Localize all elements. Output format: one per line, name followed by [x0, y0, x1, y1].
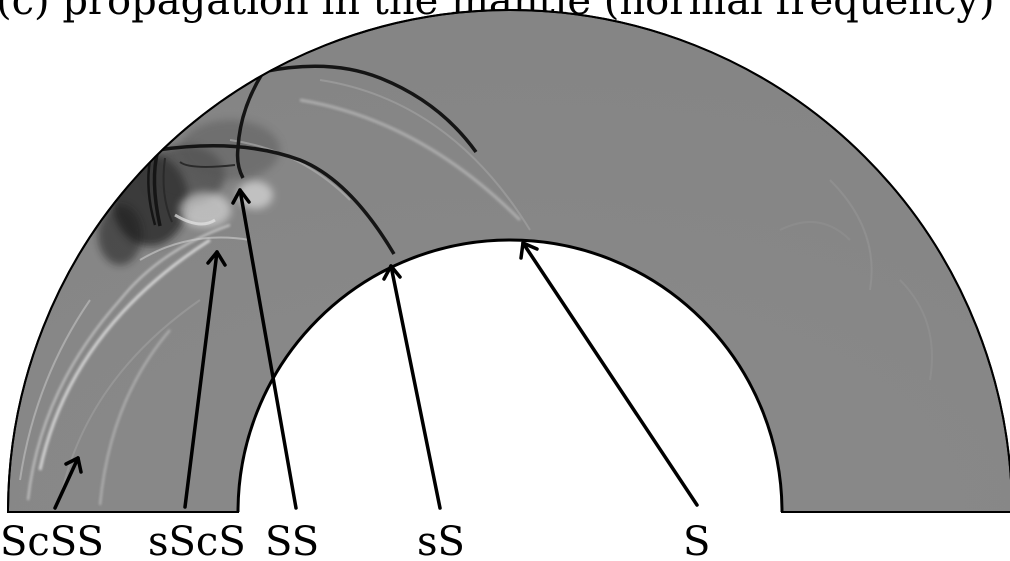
label-scss: ScSS — [0, 519, 104, 561]
core-mantle-boundary-outline — [236, 238, 784, 513]
mantle-annulus — [6, 9, 1010, 513]
arrow-s-s — [382, 264, 442, 510]
label-s-s: sS — [417, 519, 465, 561]
arrow-s — [519, 241, 699, 507]
annotation-arrows — [53, 188, 699, 510]
wavefront-upper — [261, 64, 478, 154]
label-sscs: sScS — [148, 519, 246, 561]
outer-surface-outline — [7, 9, 1010, 513]
arrow-ss — [231, 188, 298, 510]
label-s: S — [683, 519, 710, 561]
wavefront-ss-lower — [157, 144, 396, 255]
wavefield-texture — [19, 64, 933, 506]
arrow-scss — [53, 456, 83, 510]
label-ss: SS — [265, 519, 319, 561]
arrow-sscs — [183, 250, 227, 509]
